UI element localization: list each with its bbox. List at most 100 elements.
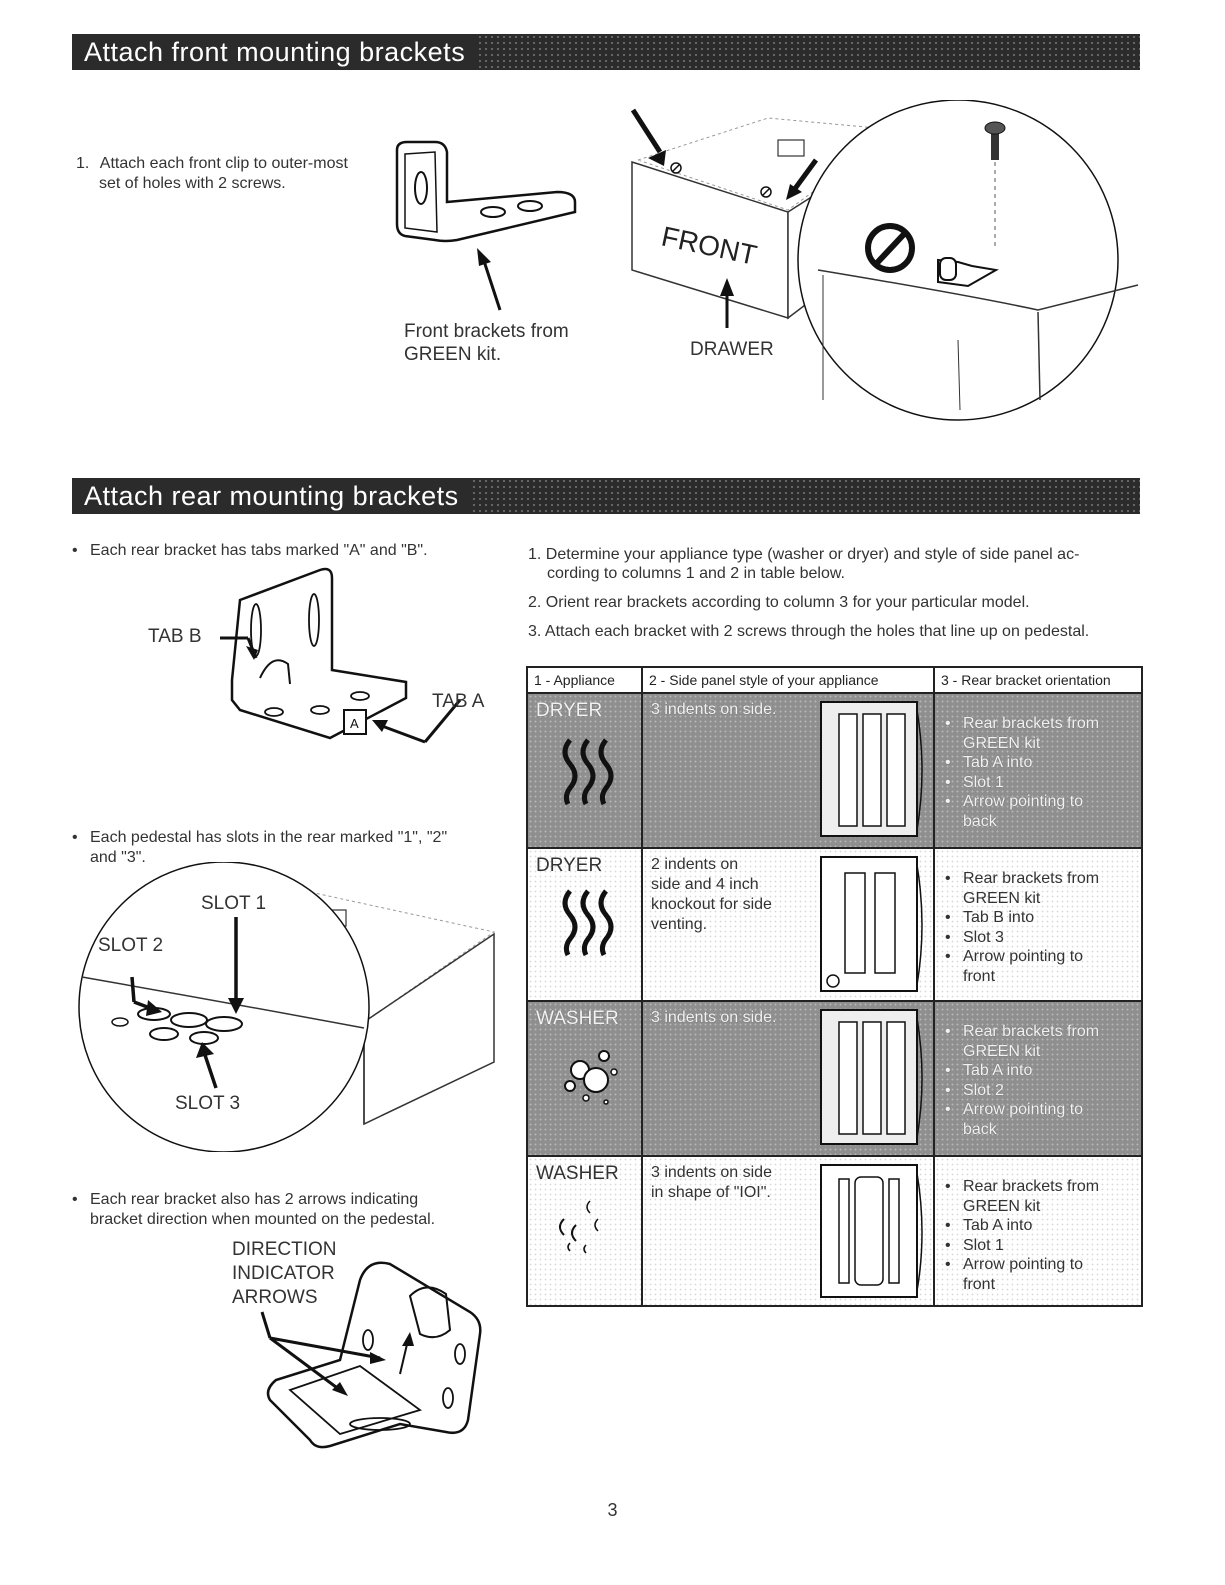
orientation-list: Rear brackets from GREEN kit Tab A into …: [935, 1002, 1141, 1139]
rear-step-3-line1: Attach each bracket with 2 screws throug…: [544, 623, 1090, 640]
banner-dot-pattern: [477, 34, 1140, 70]
orientation-item: Rear brackets from: [945, 714, 1141, 734]
front-step-1: 1. Attach each front clip to outer-most: [76, 154, 348, 174]
tab-a-mark: A: [350, 716, 359, 731]
orientation-item: Rear brackets from: [945, 1022, 1141, 1042]
side-panel-text-line1: 3 indents on side: [651, 1164, 772, 1181]
bullet-arrows: • Each rear bracket also has 2 arrows in…: [72, 1190, 418, 1210]
appliance-cell: DRYER: [526, 847, 643, 1002]
orientation-item: Slot 1: [945, 1236, 1141, 1256]
bullet-arrows-line1: Each rear bracket also has 2 arrows indi…: [90, 1191, 419, 1208]
side-panel-cell: 2 indents on side and 4 inch knockout fo…: [641, 847, 935, 1002]
bullet-tabs: • Each rear bracket has tabs marked "A" …: [72, 541, 428, 561]
side-panel-text-line4: venting.: [651, 916, 708, 933]
orientation-item: Arrow pointing to: [945, 1255, 1141, 1275]
orientation-item: back: [963, 812, 997, 830]
orientation-list: Rear brackets from GREEN kit Tab A into …: [935, 694, 1141, 831]
side-panel-text: 3 indents on side.: [643, 1002, 791, 1028]
appliance-cell: WASHER: [526, 1155, 643, 1307]
appliance-cell: DRYER: [526, 692, 643, 849]
side-panel-text: 3 indents on side in shape of "IOI".: [643, 1157, 791, 1203]
table-row: WASHER 3 indents on side in shape of "IO…: [526, 1155, 1143, 1307]
front-bracket-illustration: [395, 140, 577, 311]
orientation-item: front: [963, 1275, 996, 1293]
orientation-list: Rear brackets from GREEN kit Tab A into …: [935, 1157, 1141, 1294]
rear-step-1-line1: Determine your appliance type (washer or…: [545, 546, 1080, 563]
side-panel-cell: 3 indents on side in shape of "IOI".: [641, 1155, 935, 1307]
bullet-dot: •: [72, 542, 78, 559]
rear-step-1-number: 1.: [528, 546, 542, 563]
orientation-cell: Rear brackets from GREEN kit Tab A into …: [933, 1155, 1143, 1307]
side-panel-text-line2: side and 4 inch: [651, 876, 759, 893]
side-panel-text: 3 indents on side.: [643, 694, 791, 720]
side-panel-text-line3: knockout for side: [651, 896, 772, 913]
dryer-vented-side-panel-icon: [820, 856, 923, 992]
front-section-banner: Attach front mounting brackets: [72, 34, 1140, 70]
bullet-dot: •: [72, 1191, 78, 1208]
side-panel-text-line1: 2 indents on: [651, 856, 739, 873]
orientation-cell: Rear brackets from GREEN kit Tab A into …: [933, 692, 1143, 849]
orientation-item: Tab B into: [945, 908, 1141, 928]
washer-water-icon: [559, 1200, 599, 1254]
side-panel-text: 2 indents on side and 4 inch knockout fo…: [643, 849, 791, 935]
orientation-item: back: [963, 1120, 997, 1138]
dryer-heat-icon: [562, 889, 614, 957]
table-header-side-panel: 2 - Side panel style of your appliance: [641, 666, 935, 694]
bullet-slots: • Each pedestal has slots in the rear ma…: [72, 828, 447, 848]
rear-step-2: 2. Orient rear brackets according to col…: [528, 593, 1030, 613]
appliance-cell: WASHER: [526, 1000, 643, 1157]
rear-section-title: Attach rear mounting brackets: [84, 480, 459, 511]
slot-3-label: SLOT 3: [175, 1093, 241, 1114]
appliance-name: DRYER: [536, 700, 603, 721]
direction-label-line1: DIRECTION: [232, 1239, 337, 1260]
table-row: DRYER 2 indents on side and 4 inch knock…: [526, 847, 1143, 1002]
direction-bracket-illustration: [260, 1261, 482, 1449]
page-number: 3: [607, 1500, 618, 1520]
bullet-arrows-line2: bracket direction when mounted on the pe…: [90, 1211, 436, 1228]
orientation-item: Rear brackets from: [945, 1177, 1141, 1197]
orientation-item: Slot 1: [945, 773, 1141, 793]
orientation-item: Tab A into: [945, 753, 1141, 773]
orientation-item: Tab A into: [945, 1216, 1141, 1236]
front-step-line1: Attach each front clip to outer-most: [99, 155, 348, 172]
direction-label-line2: INDICATOR: [232, 1263, 335, 1284]
washer-ioi-side-panel-icon: [820, 1164, 923, 1298]
orientation-item: Rear brackets from: [945, 869, 1141, 889]
orientation-item: front: [963, 967, 996, 985]
rear-step-1-line2: cording to columns 1 and 2 in table belo…: [547, 565, 845, 582]
orientation-list: Rear brackets from GREEN kit Tab B into …: [935, 849, 1141, 986]
front-bracket-label-line2: GREEN kit.: [404, 344, 502, 365]
tab-b-label: TAB B: [148, 626, 202, 647]
side-panel-text-line2: in shape of "IOI".: [651, 1184, 771, 1201]
appliance-name: WASHER: [536, 1008, 619, 1029]
slot-1-label: SLOT 1: [201, 893, 267, 914]
side-panel-cell: 3 indents on side.: [641, 692, 935, 849]
washer-side-panel-icon: [820, 1009, 923, 1145]
rear-section-banner: Attach rear mounting brackets: [72, 478, 1140, 514]
table-header-orientation: 3 - Rear bracket orientation: [933, 666, 1143, 694]
side-panel-cell: 3 indents on side.: [641, 1000, 935, 1157]
dryer-side-panel-icon: [820, 701, 923, 837]
front-section-title: Attach front mounting brackets: [84, 36, 466, 67]
orientation-item: Slot 3: [945, 928, 1141, 948]
direction-label-line3: ARROWS: [232, 1287, 318, 1308]
orientation-item: GREEN kit: [963, 1042, 1041, 1060]
bullet-tabs-text: Each rear bracket has tabs marked "A" an…: [90, 542, 428, 559]
bullet-slots-line2: and "3".: [90, 849, 146, 866]
orientation-table: 1 - Appliance 2 - Side panel style of yo…: [526, 666, 1143, 1307]
orientation-item: GREEN kit: [963, 889, 1041, 907]
bullet-slots-line1: Each pedestal has slots in the rear mark…: [90, 829, 448, 846]
washer-bubbles-icon: [564, 1050, 618, 1105]
rear-step-3: 3. Attach each bracket with 2 screws thr…: [528, 622, 1089, 642]
front-step-line2: set of holes with 2 screws.: [99, 175, 286, 192]
drawer-label: DRAWER: [690, 339, 774, 360]
rear-step-2-line1: Orient rear brackets according to column…: [545, 594, 1030, 611]
table-row: DRYER 3 indents on side. Rear brackets f…: [526, 692, 1143, 849]
front-bracket-label-line1: Front brackets from: [404, 321, 569, 342]
appliance-name: WASHER: [536, 1163, 619, 1184]
side-panel-text-line1: 3 indents on side.: [651, 701, 777, 718]
dryer-heat-icon: [562, 738, 614, 806]
slot-2-label: SLOT 2: [98, 935, 164, 956]
side-panel-text-line1: 3 indents on side.: [651, 1009, 777, 1026]
orientation-item: GREEN kit: [963, 734, 1041, 752]
